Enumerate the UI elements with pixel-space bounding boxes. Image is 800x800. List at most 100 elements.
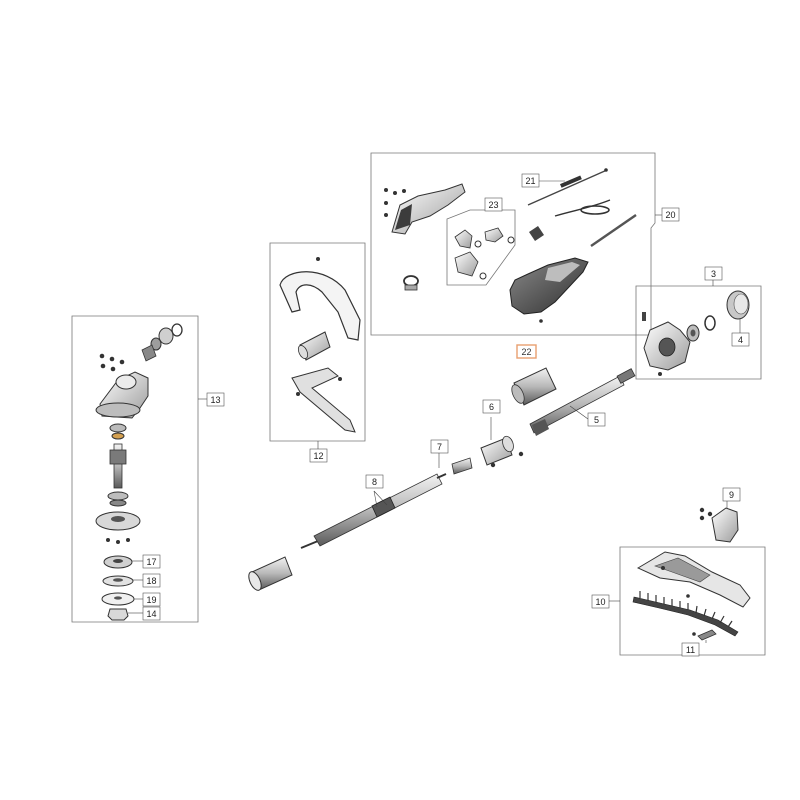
label-8-box [365, 474, 384, 489]
screw-icon [119, 359, 125, 365]
label-22-box [516, 344, 537, 359]
screw-icon [393, 191, 397, 195]
shaft-spline-right [436, 473, 447, 479]
leader-8a [373, 490, 378, 508]
clamp-ring-band [404, 284, 418, 291]
bearing [109, 499, 127, 507]
bearing [107, 491, 129, 501]
label-7: 7 [437, 442, 442, 452]
label-12: 12 [313, 451, 323, 461]
label-14-box [142, 606, 161, 621]
label-10-box [591, 594, 610, 609]
screw-icon [100, 363, 106, 369]
support-washer-hole [113, 578, 123, 582]
group-3-motor-head: 3 4 [635, 266, 762, 380]
main-shaft-assembly: 8 7 6 22 5 [248, 344, 636, 591]
bearing [111, 432, 125, 440]
screw-icon [110, 366, 116, 372]
handle-bracket [291, 367, 356, 433]
trigger-housing [454, 251, 479, 277]
group-3-frame [635, 285, 762, 380]
screw-icon [490, 462, 496, 468]
screw-icon [116, 540, 120, 544]
leader-8b [373, 490, 388, 506]
handle-sleeve-end [297, 345, 309, 359]
screw-icon [539, 319, 543, 323]
screw-icon [384, 188, 388, 192]
screw-icon [384, 213, 388, 217]
screw-icon [338, 377, 342, 381]
label-3-box [704, 266, 723, 281]
screw-icon [316, 257, 320, 261]
nut [107, 608, 129, 621]
screw-icon [402, 189, 406, 193]
wire-connector [580, 205, 610, 215]
label-14: 14 [146, 609, 156, 619]
motor-housing-bore [658, 337, 676, 357]
screw-icon [642, 312, 646, 321]
label-18: 18 [146, 576, 156, 586]
drive-shaft-5-tip [616, 368, 636, 384]
guard-bracket [711, 507, 739, 543]
screw-icon [658, 372, 662, 376]
group-10-frame [619, 546, 766, 656]
bearing-inner [690, 329, 696, 337]
label-20-box [661, 207, 680, 222]
label-17-box [142, 554, 161, 569]
guard-teeth [632, 596, 739, 637]
label-6-box [482, 399, 501, 414]
shaft-spline-left [300, 540, 319, 549]
tooth [695, 605, 698, 614]
screw-icon [692, 632, 696, 636]
label-18-box [142, 573, 161, 588]
shaft-gear [109, 449, 127, 465]
trigger-part [454, 229, 473, 249]
group-20-handle-assembly: 21 23 20 [370, 152, 680, 336]
label-22: 22 [521, 347, 531, 357]
trigger-lever [484, 227, 504, 243]
screw-icon [707, 511, 713, 517]
label-21-box [521, 173, 540, 188]
gear-housing-flange [95, 402, 141, 418]
screw-icon [106, 538, 110, 542]
cable-end [604, 168, 608, 172]
group-13-gear-head: 13 17 [71, 315, 225, 623]
group-20-frame [370, 152, 656, 336]
screw-icon [296, 392, 300, 396]
clamp-ring [403, 275, 419, 287]
grip-handle-highlight [545, 262, 580, 282]
shaft-8-collar [371, 496, 396, 518]
screw-icon [686, 594, 690, 598]
snap-ring [171, 323, 183, 337]
screw-icon [699, 507, 705, 513]
label-7-box [430, 439, 449, 454]
leader-5 [569, 405, 589, 420]
holder-washer-hole [113, 559, 123, 563]
label-5: 5 [594, 415, 599, 425]
label-19-box [142, 592, 161, 607]
cutter-blade-11 [697, 629, 717, 641]
clamp-6-bore [502, 435, 514, 453]
screw-icon [99, 353, 105, 359]
handle-bow [279, 271, 361, 341]
group-10-guard: 10 11 [591, 546, 766, 657]
protection-cup-hole [114, 596, 122, 600]
label-21: 21 [525, 176, 535, 186]
label-9: 9 [729, 490, 734, 500]
label-5-box [587, 412, 606, 427]
gear-housing-neck [115, 374, 137, 390]
bearing [150, 337, 162, 351]
label-13-box [206, 392, 225, 407]
drum-4-face [733, 293, 749, 315]
label-11-box [681, 642, 700, 657]
label-6: 6 [489, 402, 494, 412]
tooth [703, 608, 707, 617]
label-11: 11 [686, 645, 695, 655]
coupling-7 [451, 457, 473, 475]
label-19: 19 [146, 595, 156, 605]
tooth [727, 620, 733, 628]
label-23: 23 [488, 200, 498, 210]
label-10: 10 [595, 597, 605, 607]
label-4-box [731, 332, 750, 347]
